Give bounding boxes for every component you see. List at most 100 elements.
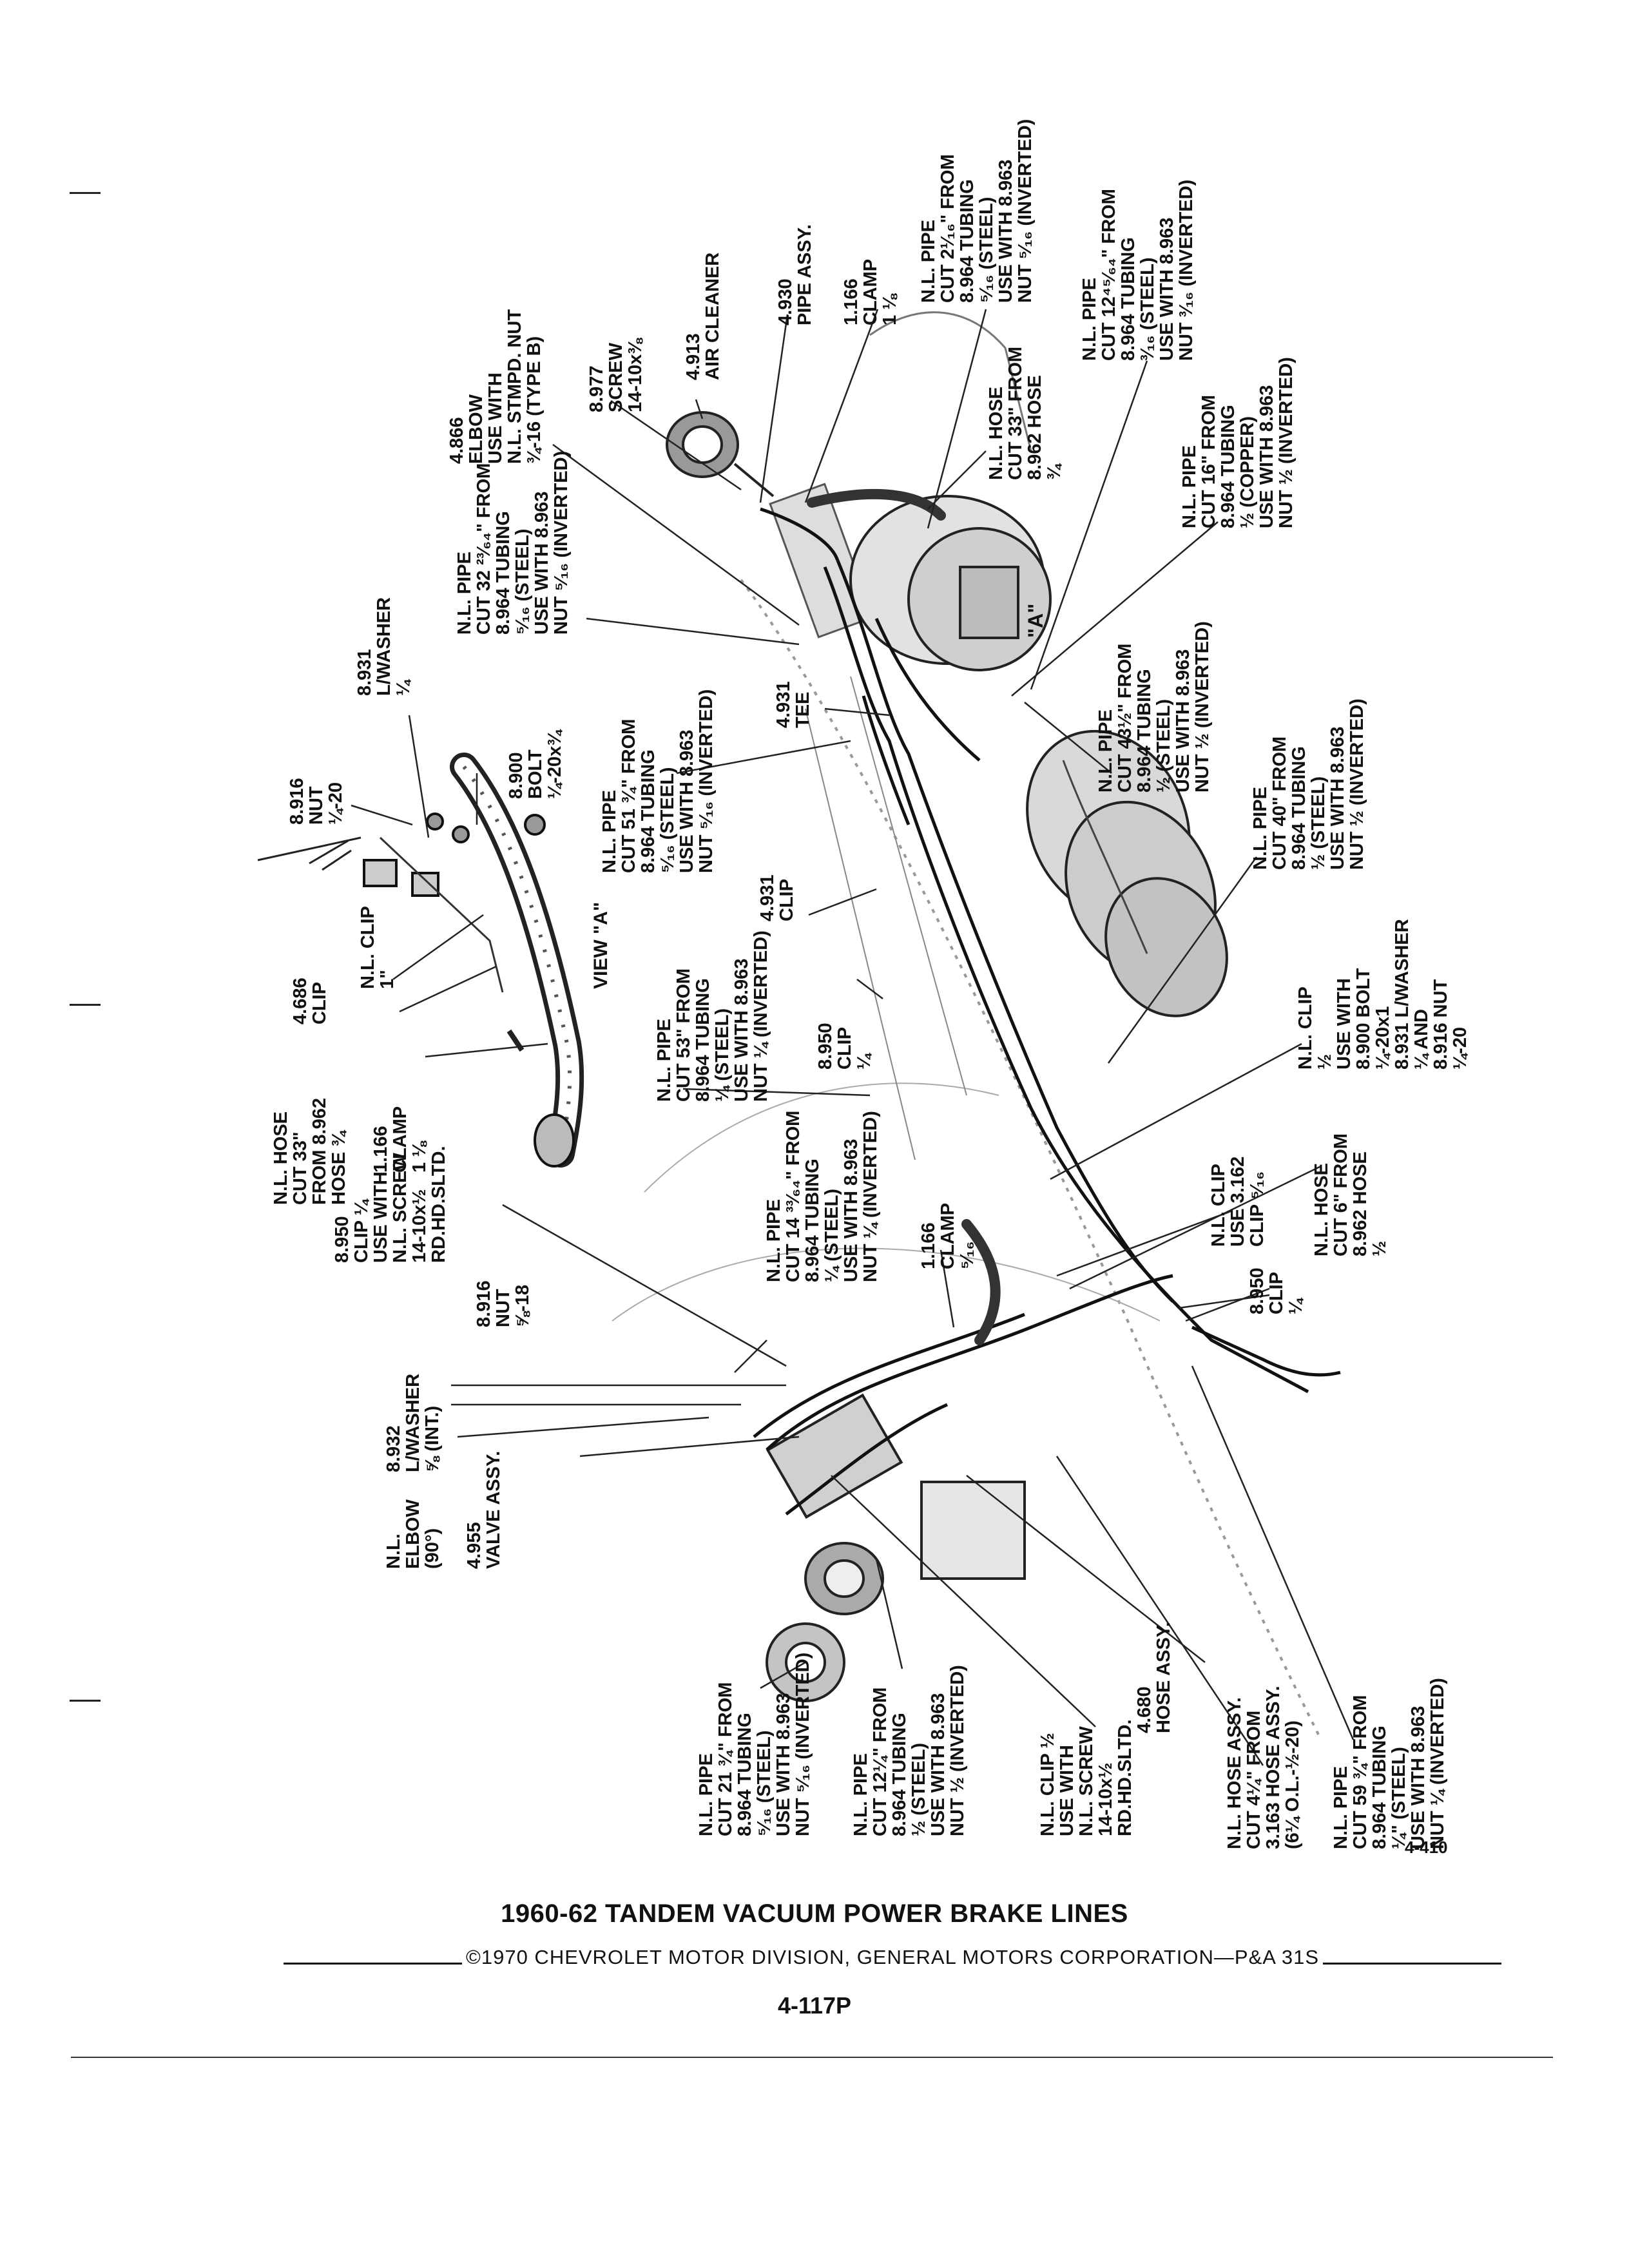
callout-line: ½ (1369, 1241, 1390, 1256)
callout-line: N.L. PIPE (654, 1019, 675, 1102)
margin-tick-mark (70, 1700, 101, 1702)
callout-line: N.L. PIPE (764, 1199, 784, 1282)
callout-label: N.L. PIPECUT 59 ¾" FROM8.964 TUBING¼" (S… (1331, 1678, 1448, 1849)
callout-line: ⁵⁄₁₆ (STEEL) (512, 529, 533, 635)
callout-line: HOSE ¾ (329, 1129, 349, 1205)
copyright-text: ©1970 CHEVROLET MOTOR DIVISION, GENERAL … (466, 1946, 1319, 1968)
callout-line: N.L. PIPE (1079, 278, 1100, 361)
callout-line: ¼ (STEEL) (822, 1189, 842, 1282)
hatching-marks (257, 836, 361, 871)
callout-line: NUT ¼ (INVERTED) (751, 930, 771, 1102)
callout-line: ELBOW (466, 394, 487, 464)
callout-line: CLIP ⁵⁄₁₆ (1247, 1171, 1268, 1247)
callout-line: N.L. PIPE (851, 1753, 871, 1836)
callout-label: 4.866ELBOWUSE WITHN.L. STMPD. NUT¾-16 (T… (447, 309, 545, 464)
callout-line: N.L. HOSE ASSY. (1224, 1697, 1245, 1849)
callout-line: 8.964 TUBING (1289, 746, 1309, 870)
callout-line: N.L. PIPE (599, 790, 620, 873)
callout-line: ¾-16 (TYPE B) (524, 336, 545, 464)
callout-line: 8.950 (332, 1216, 352, 1263)
callout-line: (6¼ O.L.-½-20) (1282, 1720, 1303, 1849)
callout-label: 8.977SCREW14-10x⅜ (586, 338, 646, 412)
callout-label: 8.950CLIP ¼USE WITHN.L. SCREW14-10x½RD.H… (332, 1146, 449, 1263)
callout-line: 8.964 TUBING (1218, 405, 1239, 528)
callout-label: 4.686CLIP (290, 977, 330, 1024)
callout-line: CLIP ¼ (351, 1198, 372, 1263)
callout-line: HOSE ASSY. (1153, 1622, 1174, 1733)
callout-label: N.L. HOSECUT 6" FROM8.962 HOSE½ (1311, 1133, 1390, 1256)
callout-label: N.L. PIPECUT 32 ²³⁄₆₄" FROM8.964 TUBING⁵… (454, 451, 572, 635)
callout-line: NUT ¼ (INVERTED) (860, 1111, 881, 1282)
callout-line: 4.913 (683, 333, 704, 380)
callout-line: AIR CLEANER (702, 253, 723, 380)
callout-line: CLAMP (390, 1106, 410, 1173)
callout-line: USE WITH 8.963 (773, 1693, 794, 1836)
callout-line: CLIP (309, 982, 330, 1024)
callout-line: L/WASHER (403, 1374, 423, 1472)
copyright-line: ©1970 CHEVROLET MOTOR DIVISION, GENERAL … (284, 1946, 1502, 1969)
bottom-rule (71, 2057, 1553, 2058)
callout-line: 8.964 TUBING (1369, 1725, 1390, 1849)
callout-label: N.L. PIPECUT 12¼" FROM8.964 TUBING½ (STE… (851, 1665, 968, 1836)
callout-line: ½ (STEEL) (909, 1743, 929, 1836)
callout-line: CLIP (776, 879, 797, 921)
callout-line: ¼" (STEEL) (1389, 1747, 1409, 1849)
callout-line: ³⁄₁₆ (STEEL) (1137, 258, 1158, 361)
tandem-diaphragm-housing (1026, 729, 1228, 1017)
callout-label: 8.950CLIP¼ (815, 1023, 874, 1070)
callout-line: TEE (793, 692, 813, 728)
callout-label: N.L. PIPECUT 14 ³³⁄₆₄" FROM8.964 TUBING¼… (764, 1111, 881, 1282)
callout-line: ⁵⁄₁₆ (957, 1241, 978, 1269)
callout-line: N.L. SCREW (1076, 1726, 1097, 1836)
callout-label: N.L. CLIP1" (358, 906, 398, 989)
callout-line: N.L. CLIP (358, 906, 378, 989)
callout-line: CUT 43½" FROM (1115, 644, 1135, 793)
callout-line: N.L. HOSE (986, 387, 1007, 480)
callout-line: 14-10x½ (1095, 1763, 1116, 1837)
callout-label: 8.916NUT¼-20 (287, 778, 346, 825)
callout-line: 1" (377, 970, 398, 989)
view-a-hose-detail (363, 753, 584, 1168)
callout-line: CUT 12⁴⁵⁄₆₄" FROM (1099, 189, 1119, 361)
callout-line: 8.964 TUBING (638, 749, 659, 873)
callout-line: ½ (1315, 1054, 1335, 1070)
callout-label: 8.916NUT⅝-18 (474, 1280, 533, 1327)
callout-line: USE WITH (1334, 978, 1354, 1070)
figure-title: 1960-62 TANDEM VACUUM POWER BRAKE LINES (501, 1899, 1128, 1928)
callout-line: NUT ½ (INVERTED) (947, 1665, 968, 1836)
callout-line: NUT ⁵⁄₁₆ (INVERTED) (696, 689, 717, 873)
callout-line: CUT 6" FROM (1331, 1133, 1351, 1256)
callout-line: SCREW (606, 342, 626, 412)
callout-label: N.L. PIPECUT 43½" FROM8.964 TUBING½ (STE… (1095, 621, 1213, 793)
callout-line: N.L. PIPE (1179, 445, 1200, 528)
callout-label: N.L. PIPECUT 21 ¾" FROM8.964 TUBING⁵⁄₁₆ … (696, 1653, 813, 1836)
callout-line: ½ (STEEL) (1153, 699, 1174, 793)
callout-line: N.L. PIPE (696, 1753, 717, 1836)
callout-line: NUT ⁵⁄₁₆ (INVERTED) (551, 451, 572, 635)
callout-line: 8.964 TUBING (693, 978, 713, 1102)
callout-line: USE WITH (371, 1171, 391, 1263)
callout-line: CLIP (834, 1027, 855, 1070)
callout-line: 8.964 TUBING (735, 1713, 755, 1836)
callout-line: PIPE ASSY. (795, 224, 815, 325)
callout-label: N.L. PIPECUT 16" FROM8.964 TUBING½ (COPP… (1179, 357, 1296, 528)
air-cleaner-canister (666, 411, 775, 497)
callout-line: NUT ⁵⁄₁₆ (INVERTED) (1015, 119, 1036, 303)
margin-tick-mark (70, 1004, 101, 1006)
callout-line: USE WITH 8.963 (928, 1693, 949, 1836)
callout-label: N.L. CLIP½USE WITH8.900 BOLT¼-20x18.931 … (1295, 919, 1470, 1070)
callout-line: 8.964 TUBING (957, 179, 978, 303)
callout-label: N.L. PIPECUT 40" FROM8.964 TUBING½ (STEE… (1250, 698, 1367, 870)
callout-line: 8.964 TUBING (802, 1158, 823, 1282)
callout-label: 4.931TEE (773, 681, 813, 728)
callout-line: CUT 32 ²³⁄₆₄" FROM (474, 463, 494, 635)
callout-line: ⁵⁄₁₆ (STEEL) (976, 197, 997, 303)
callout-label: 8.932L/WASHER⅝ (INT.) (383, 1374, 443, 1472)
callout-label: N.L. HOSE ASSY.CUT 4¼" FROM3.163 HOSE AS… (1224, 1686, 1303, 1849)
callout-line: CLAMP (938, 1203, 958, 1269)
callout-line: CUT 4¼" FROM (1244, 1711, 1264, 1849)
callout-line: 4.931 (757, 874, 778, 921)
callout-line: 4.866 (447, 417, 467, 464)
